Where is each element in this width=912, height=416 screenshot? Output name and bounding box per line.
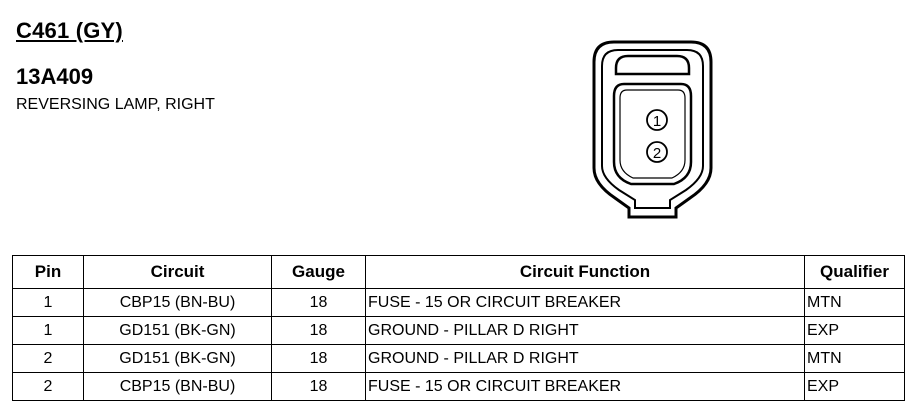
- header-qualifier: Qualifier: [804, 255, 905, 289]
- locking-tab: [614, 54, 691, 76]
- cell-function: GROUND - PILLAR D RIGHT: [365, 316, 805, 345]
- cell-circuit: GD151 (BK-GN): [83, 316, 272, 345]
- pin-1-marker: [646, 109, 668, 131]
- pin-circuit-table: Pin Circuit Gauge Circuit Function Quali…: [12, 255, 905, 401]
- cell-function: FUSE - 15 OR CIRCUIT BREAKER: [365, 288, 805, 317]
- cell-gauge: 18: [271, 344, 366, 373]
- table-row: 1 GD151 (BK-GN) 18 GROUND - PILLAR D RIG…: [12, 316, 905, 345]
- cell-qualifier: MTN: [804, 344, 905, 373]
- pin-2-label: 2: [653, 145, 661, 162]
- connector-housing-outer: [592, 40, 713, 219]
- cell-function: FUSE - 15 OR CIRCUIT BREAKER: [365, 372, 805, 401]
- header-circuit: Circuit: [83, 255, 272, 289]
- cell-qualifier: EXP: [804, 372, 905, 401]
- pin-1-label: 1: [653, 113, 661, 130]
- table-row: 1 CBP15 (BN-BU) 18 FUSE - 15 OR CIRCUIT …: [12, 288, 905, 317]
- part-number: 13A409: [16, 64, 94, 89]
- cell-pin: 1: [12, 288, 84, 317]
- pin-2-marker: [646, 141, 668, 163]
- cell-circuit: CBP15 (BN-BU): [83, 372, 272, 401]
- cell-gauge: 18: [271, 316, 366, 345]
- header-gauge: Gauge: [271, 255, 366, 289]
- table-row: 2 GD151 (BK-GN) 18 GROUND - PILLAR D RIG…: [12, 344, 905, 373]
- connector-id: C461 (GY): [16, 18, 123, 43]
- cell-pin: 2: [12, 372, 84, 401]
- cell-circuit: GD151 (BK-GN): [83, 344, 272, 373]
- connector-face-diagram: 1 2: [592, 40, 713, 219]
- pin-cavity: [612, 82, 693, 186]
- cell-gauge: 18: [271, 372, 366, 401]
- header-pin: Pin: [12, 255, 84, 289]
- table-row: 2 CBP15 (BN-BU) 18 FUSE - 15 OR CIRCUIT …: [12, 372, 905, 401]
- connector-description: REVERSING LAMP, RIGHT: [16, 96, 215, 113]
- cell-qualifier: MTN: [804, 288, 905, 317]
- table-header-row: Pin Circuit Gauge Circuit Function Quali…: [12, 255, 905, 289]
- cell-circuit: CBP15 (BN-BU): [83, 288, 272, 317]
- header-circuit-function: Circuit Function: [365, 255, 805, 289]
- cell-gauge: 18: [271, 288, 366, 317]
- cell-pin: 1: [12, 316, 84, 345]
- cell-pin: 2: [12, 344, 84, 373]
- pin-cavity-inner: [619, 89, 686, 179]
- cell-function: GROUND - PILLAR D RIGHT: [365, 344, 805, 373]
- cell-qualifier: EXP: [804, 316, 905, 345]
- connector-housing-inner: [601, 49, 704, 209]
